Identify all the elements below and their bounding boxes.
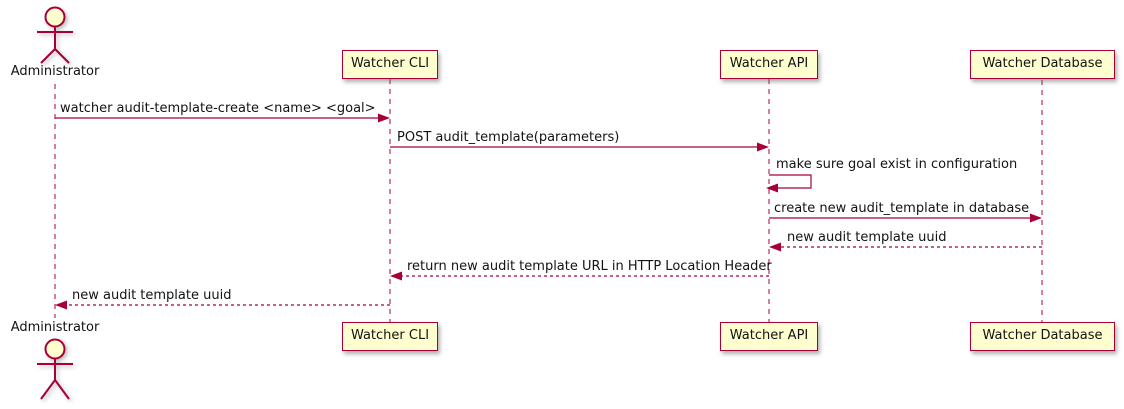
actor-label-administrator-bottom: Administrator: [10, 320, 100, 335]
message-label-2: POST audit_template(parameters): [397, 130, 620, 145]
participant-box-watcher-api-bottom: Watcher API: [720, 322, 818, 351]
message-arrow-3-self: [766, 174, 812, 193]
participant-box-watcher-cli-top: Watcher CLI: [342, 50, 438, 79]
message-label-3: make sure goal exist in configuration: [776, 157, 1018, 172]
actor-label-administrator-top: Administrator: [10, 64, 100, 79]
message-label-6: return new audit template URL in HTTP Lo…: [407, 259, 772, 274]
participant-box-watcher-api-top: Watcher API: [720, 50, 818, 79]
administrator-actor-icon: [37, 6, 73, 64]
participant-box-watcher-cli-bottom: Watcher CLI: [342, 322, 438, 351]
participant-box-watcher-database-top: Watcher Database: [970, 50, 1115, 79]
administrator-actor-icon-bottom: [37, 338, 73, 400]
message-label-1: watcher audit-template-create <name> <go…: [60, 101, 376, 116]
message-label-7: new audit template uuid: [72, 288, 232, 303]
message-label-4: create new audit_template in database: [774, 201, 1030, 216]
message-label-5: new audit template uuid: [787, 230, 947, 245]
participant-box-watcher-database-bottom: Watcher Database: [970, 322, 1115, 351]
